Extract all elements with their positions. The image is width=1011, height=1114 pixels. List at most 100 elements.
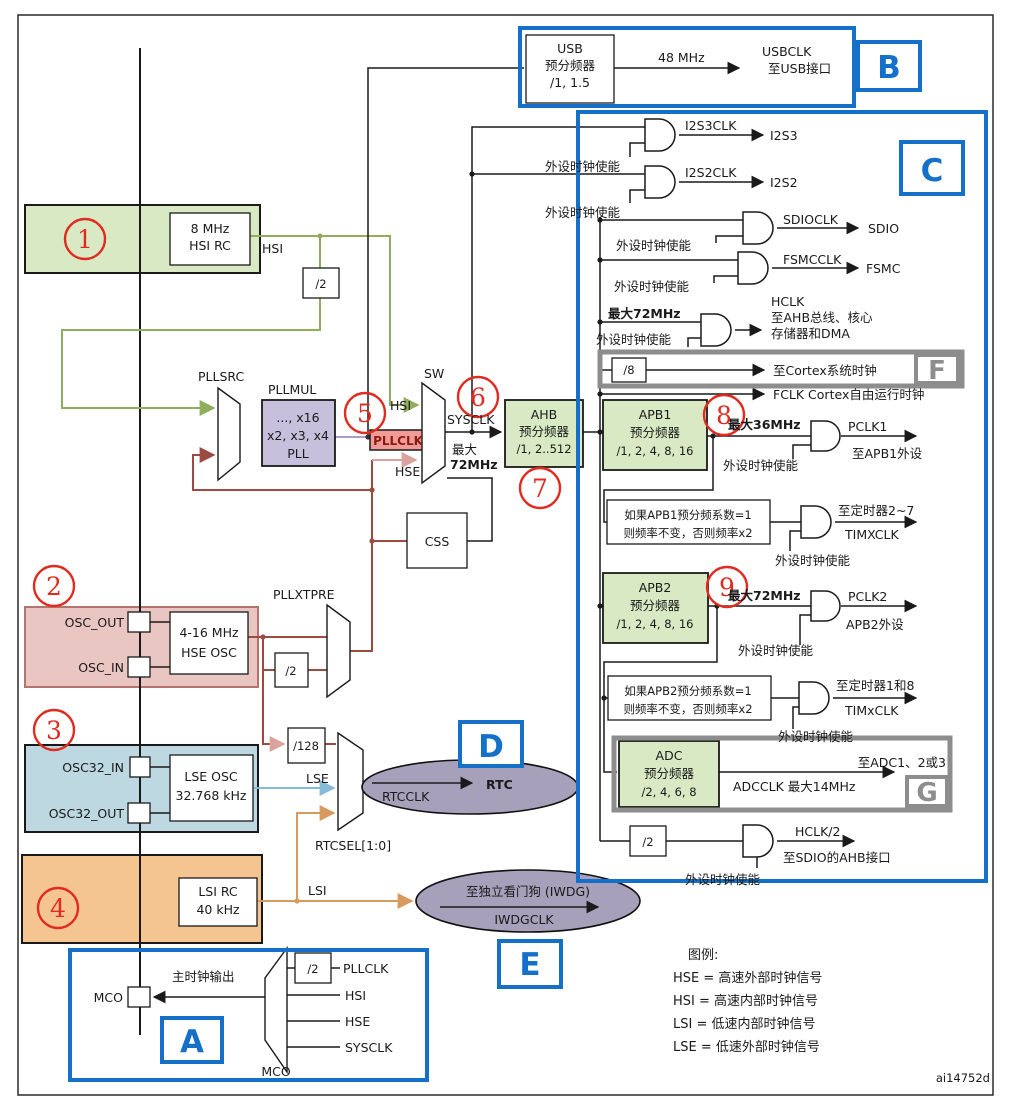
pll-block bbox=[261, 399, 336, 467]
div8-box bbox=[611, 357, 647, 383]
tim27-label: 至定时器2~7 bbox=[838, 503, 914, 518]
sdio-label: SDIO bbox=[868, 221, 899, 236]
sysclk-72mhz-label: 72MHz bbox=[450, 457, 498, 472]
marker-2: 2 bbox=[46, 572, 62, 601]
frame-F bbox=[597, 349, 965, 389]
pllmul-label: PLLMUL bbox=[268, 382, 316, 397]
rtcsel-label: RTCSEL[1:0] bbox=[315, 838, 391, 853]
osc-out-pin bbox=[127, 611, 151, 633]
iwdg-to-label: 至独立看门狗 (IWDG) bbox=[466, 884, 590, 899]
lsi-rc-label: LSI RC bbox=[198, 884, 238, 899]
ahb-div-label: /1, 2..512 bbox=[516, 442, 571, 456]
osc32-out-pin bbox=[127, 802, 151, 824]
cortex-to-label: 至Cortex系统时钟 bbox=[773, 363, 877, 378]
tim18-label: 至定时器1和8 bbox=[836, 678, 914, 693]
apb2-prescaler-label: 预分频器 bbox=[630, 598, 681, 613]
pll-mul1-label: ..., x16 bbox=[276, 410, 319, 425]
marker-7: 7 bbox=[532, 474, 548, 503]
lse-signal-label: LSE bbox=[306, 771, 329, 786]
and-gates bbox=[644, 118, 841, 858]
letter-F: F bbox=[928, 356, 946, 386]
hsi-div2-label: /2 bbox=[315, 277, 326, 291]
mco-hse-label: HSE bbox=[345, 1014, 370, 1029]
adc-prescaler-label: 预分频器 bbox=[644, 766, 695, 781]
apb2-max72-label: 最大72MHz bbox=[728, 588, 801, 603]
labels: 8 MHz HSI RC HSI /2 PLLSRC PLLMUL ..., x… bbox=[49, 41, 990, 1085]
hsi-freq-label: 8 MHz bbox=[191, 221, 230, 236]
marker-4: 4 bbox=[50, 894, 66, 923]
adcclk-label: ADCCLK 最大14MHz bbox=[733, 779, 856, 794]
pclk2-gate bbox=[810, 590, 841, 622]
hclk2-gate bbox=[742, 824, 774, 858]
adc-label: ADC bbox=[656, 748, 683, 763]
pllclk-label: PLLCLK bbox=[373, 434, 424, 448]
osc-out-label: OSC_OUT bbox=[65, 615, 125, 630]
lse-osc-label: LSE OSC bbox=[184, 769, 238, 784]
tim27-gate bbox=[800, 505, 832, 539]
label-box-B bbox=[856, 40, 922, 92]
usbclk-label: USBCLK bbox=[762, 44, 812, 59]
mco-div2-box bbox=[294, 952, 332, 984]
iwdgclk-label: IWDGCLK bbox=[494, 912, 554, 927]
pclk1-enable-label: 外设时钟使能 bbox=[723, 458, 799, 473]
i2s3-gate bbox=[644, 118, 676, 152]
frame-C bbox=[576, 110, 988, 883]
sw-hsi-input-label: HSI bbox=[390, 398, 411, 413]
i2s3-label: I2S3 bbox=[770, 128, 798, 143]
hclk-to2-label: 存储器和DMA bbox=[771, 326, 850, 341]
apb1-to-label: 至APB1外设 bbox=[852, 446, 923, 461]
sw-label: SW bbox=[424, 366, 444, 381]
hsi-rc-label: HSI RC bbox=[189, 238, 231, 253]
i2s3clk-label: I2S3CLK bbox=[685, 118, 737, 133]
hclk-enable-label: 外设时钟使能 bbox=[596, 332, 672, 347]
hclk2-enable-label: 外设时钟使能 bbox=[685, 872, 761, 887]
lsi-wires bbox=[257, 805, 414, 909]
frame-G bbox=[611, 735, 953, 813]
ahb-label: AHB bbox=[531, 407, 558, 422]
apb2-div-label: /1, 2, 4, 8, 16 bbox=[616, 617, 693, 631]
marker-3: 3 bbox=[46, 716, 62, 745]
apb1-label: APB1 bbox=[639, 407, 672, 422]
lsi-freq-label: 40 kHz bbox=[196, 902, 240, 917]
tim27-enable-label: 外设时钟使能 bbox=[775, 553, 851, 568]
figure-code: ai14752d bbox=[936, 1071, 990, 1085]
pllsrc-mux bbox=[217, 386, 241, 482]
hsi-rc-block bbox=[169, 212, 251, 266]
rtcclk-label: RTCCLK bbox=[382, 789, 430, 804]
pclk1-gate bbox=[810, 420, 841, 452]
apb2-if1-label: 如果APB2预分频系数=1 bbox=[624, 684, 751, 698]
i2s2-gate bbox=[644, 165, 676, 199]
osc-in-pin bbox=[127, 656, 151, 678]
apb1-prescaler-block bbox=[602, 399, 708, 471]
fsmc-label: FSMC bbox=[866, 261, 901, 276]
ahb-prescaler-block bbox=[504, 399, 584, 468]
hclk-to1-label: 至AHB总线、核心 bbox=[771, 310, 873, 325]
apb2-x2-rule-box bbox=[607, 675, 772, 721]
fclk-label: FCLK Cortex自由运行时钟 bbox=[773, 387, 924, 402]
hse-div2-label: /2 bbox=[285, 664, 296, 678]
letter-E: E bbox=[519, 947, 540, 983]
osc32-in-pin bbox=[129, 756, 151, 778]
sysclk-max-label: 最大 bbox=[452, 442, 477, 457]
apb1-max36-label: 最大36MHz bbox=[728, 417, 801, 432]
label-box-D bbox=[458, 720, 524, 768]
legend-title: 图例: bbox=[688, 948, 718, 963]
i2s2-enable-label: 外设时钟使能 bbox=[545, 205, 621, 220]
mco-mux-label: MCO bbox=[261, 1064, 291, 1079]
usb-div-label: /1, 1.5 bbox=[550, 75, 590, 90]
hse-div2-box bbox=[274, 652, 309, 688]
mco-pllclk-label: PLLCLK bbox=[343, 961, 389, 976]
letter-G: G bbox=[916, 778, 937, 808]
frame-B bbox=[518, 26, 856, 108]
timxclk-u-label: TIMXCLK bbox=[844, 527, 899, 542]
osc32-in-label: OSC32_IN bbox=[62, 760, 124, 775]
legend-lsi: LSI = 低速内部时钟信号 bbox=[673, 1016, 816, 1032]
frame-A bbox=[68, 948, 429, 1082]
pclk1-label: PCLK1 bbox=[848, 419, 887, 434]
legend-lse: LSE = 低速外部时钟信号 bbox=[673, 1039, 820, 1055]
hse-freq-label: 4-16 MHz bbox=[179, 625, 239, 640]
i2s2-label: I2S2 bbox=[770, 175, 798, 190]
i2s3-enable-label: 外设时钟使能 bbox=[545, 159, 621, 174]
